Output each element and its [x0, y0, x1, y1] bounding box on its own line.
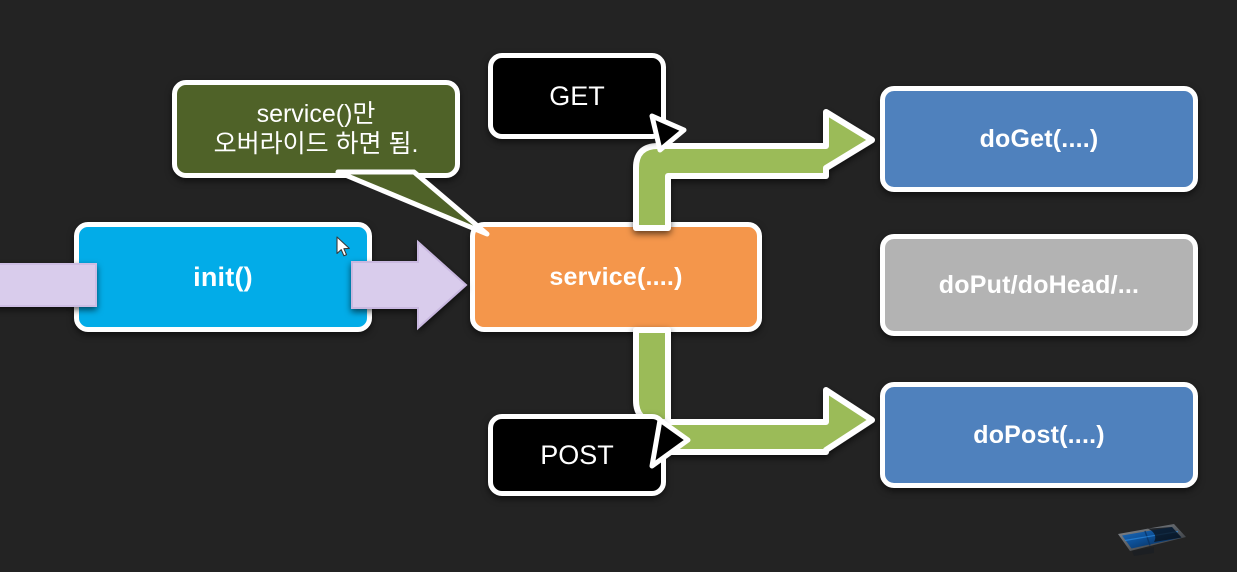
callout-note-text: service()만 오버라이드 하면 됨.	[214, 99, 419, 160]
entry-arrow	[0, 263, 97, 307]
node-doput-dohead-label: doPut/doHead/...	[938, 270, 1140, 299]
callout-post-label: POST	[540, 439, 614, 470]
node-doget[interactable]: doGet(....)	[880, 86, 1198, 192]
callout-get[interactable]: GET	[488, 53, 666, 139]
get-arrow	[633, 109, 875, 231]
callout-note[interactable]: service()만 오버라이드 하면 됨.	[172, 80, 460, 178]
windows-monitor-logo-icon	[1118, 524, 1186, 556]
callout-get-label: GET	[549, 80, 605, 111]
node-service-label: service(....)	[549, 262, 683, 291]
node-dopost[interactable]: doPost(....)	[880, 382, 1198, 488]
post-arrow	[633, 327, 875, 455]
callout-post[interactable]: POST	[488, 414, 666, 496]
node-doget-label: doGet(....)	[979, 124, 1099, 153]
callout-note-line-2: 오버라이드 하면 됨.	[213, 130, 419, 158]
node-service[interactable]: service(....)	[470, 222, 762, 332]
callout-note-line-1: service()만	[256, 99, 376, 128]
node-init[interactable]: init()	[74, 222, 372, 332]
node-dopost-label: doPost(....)	[973, 420, 1105, 449]
init-to-service-arrow	[351, 239, 468, 331]
node-doput-dohead[interactable]: doPut/doHead/...	[880, 234, 1198, 336]
node-init-label: init()	[193, 261, 253, 292]
